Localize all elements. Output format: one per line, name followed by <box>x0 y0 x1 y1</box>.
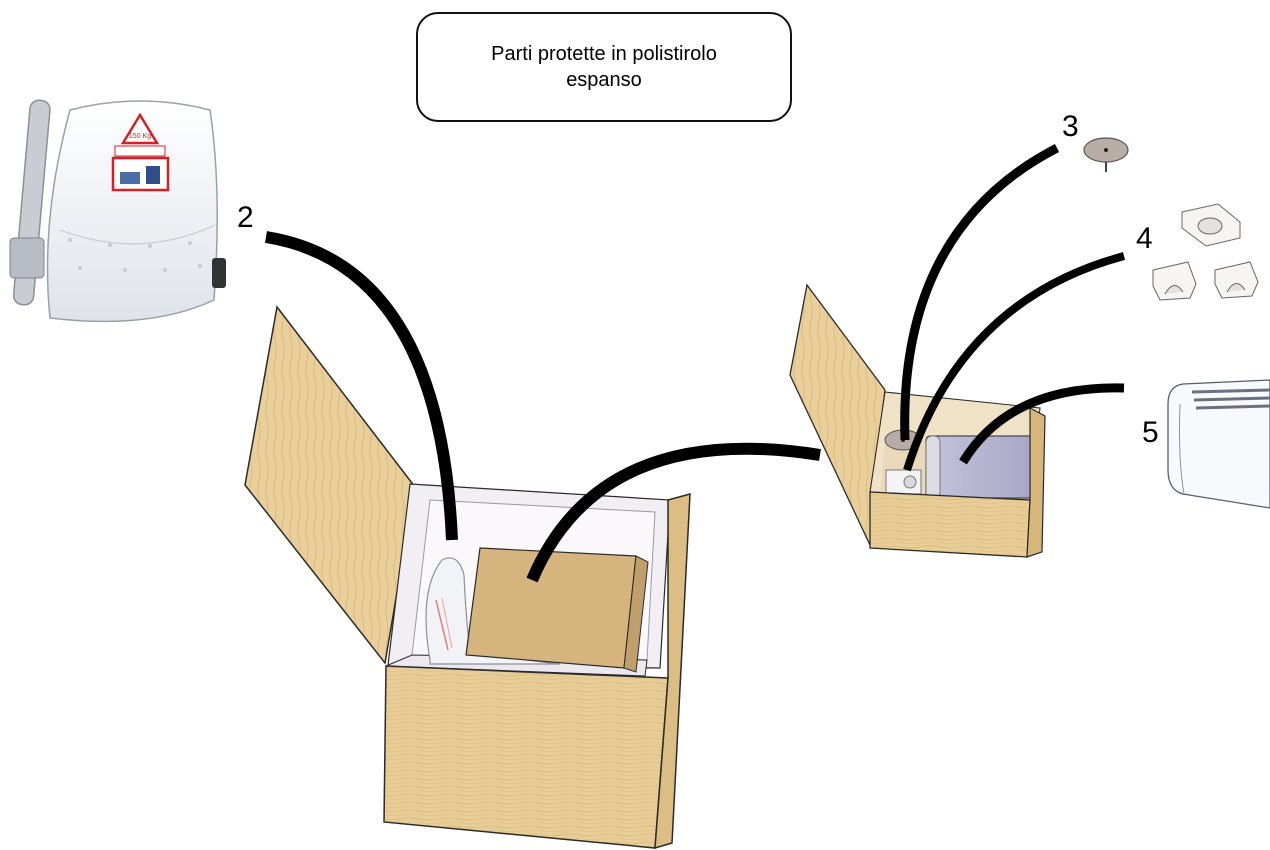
large-wooden-crate <box>244 305 691 850</box>
leader-line-2 <box>265 231 458 541</box>
foam-block <box>1214 261 1259 299</box>
leader-line-inner-box <box>526 442 821 583</box>
label-4: 4 <box>1136 222 1153 255</box>
weight-text: 150 Kg <box>129 133 151 140</box>
label-2: 2 <box>237 201 254 234</box>
disc-part <box>1083 137 1129 172</box>
leader-lines <box>265 144 1126 583</box>
leader-line-5 <box>959 383 1125 465</box>
inner-box <box>465 547 649 673</box>
weight-warning-sign: 150 Kg <box>111 112 170 192</box>
foam-protected-parts-callout: Parti protette in polistirolo espanso <box>416 12 792 122</box>
callout-text: Parti protette in polistirolo espanso <box>491 43 717 91</box>
chair-seat: 150 Kg <box>9 99 226 323</box>
foam-blocks <box>1152 203 1259 301</box>
foam-block <box>1152 261 1197 301</box>
seat-cover-part <box>1167 379 1270 509</box>
leader-line-3 <box>900 144 1060 441</box>
foam-block <box>1181 203 1241 247</box>
leader-line-4 <box>903 252 1126 472</box>
large-crate-lid <box>244 305 416 665</box>
large-crate-front <box>383 665 669 849</box>
label-3: 3 <box>1062 110 1079 143</box>
label-5: 5 <box>1142 416 1159 449</box>
